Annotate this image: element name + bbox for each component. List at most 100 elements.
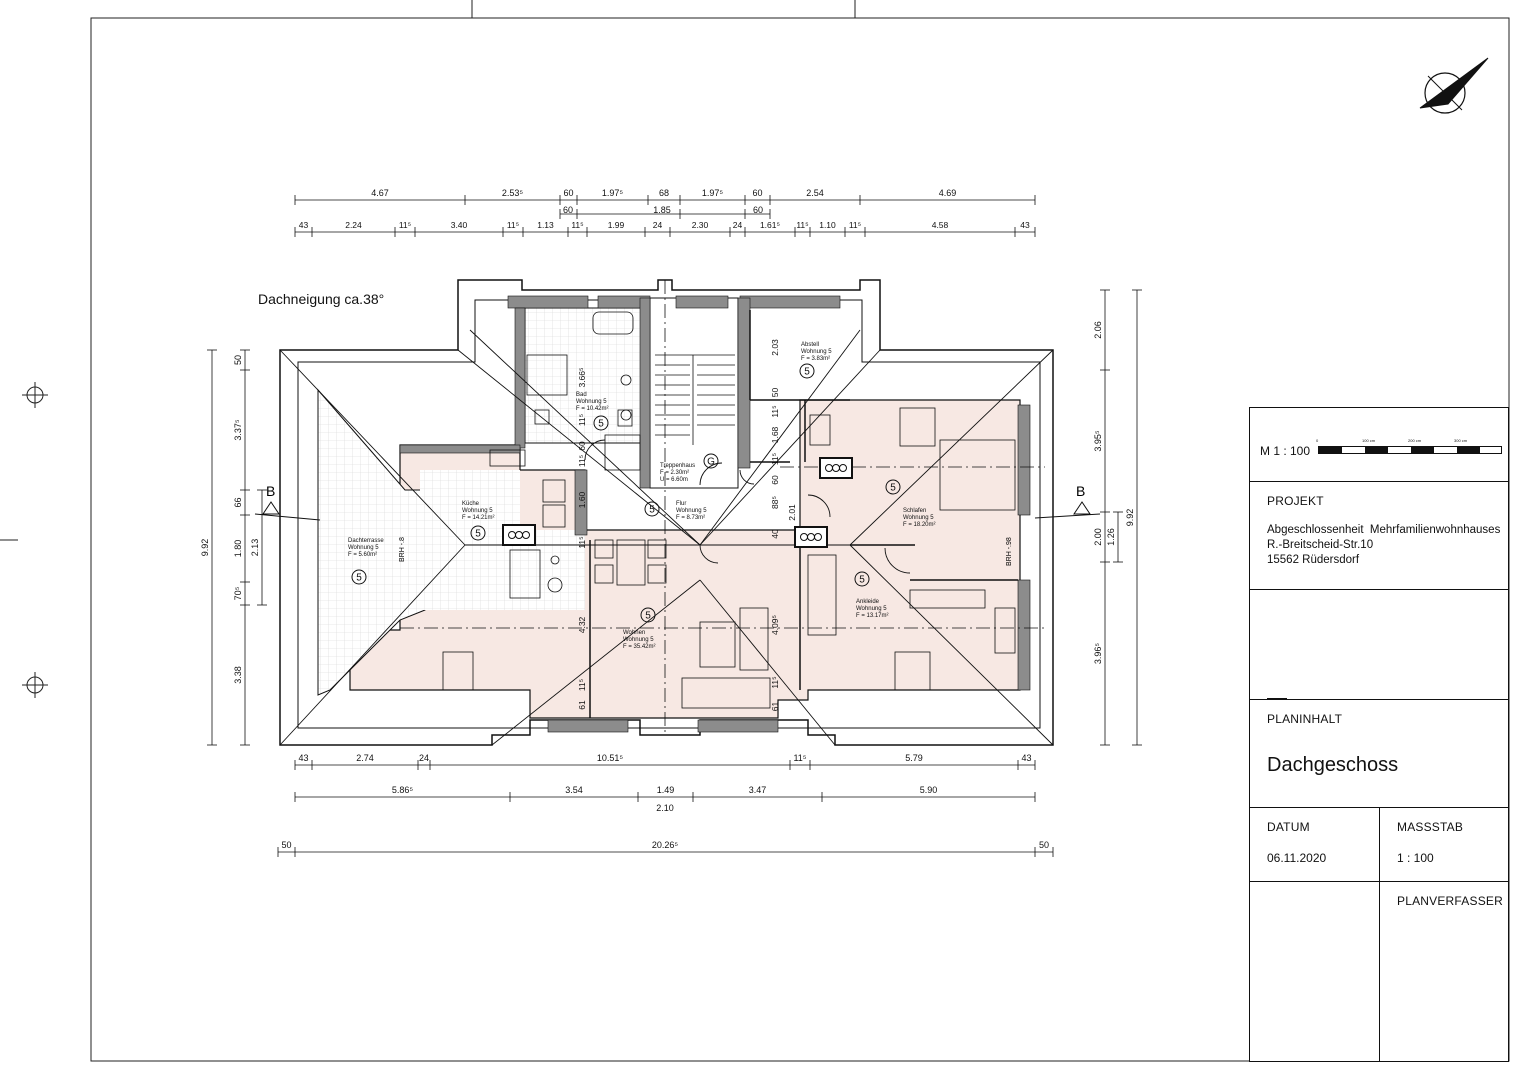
- roof-pitch-label: Dachneigung ca.38°: [258, 291, 384, 307]
- left-blank-cell: [1250, 882, 1380, 1061]
- dim-inner-label-0: 3.66⁵: [577, 367, 587, 387]
- brh-left-label: BRH -.8: [399, 537, 406, 562]
- dim-left-1-label-2: 66: [233, 497, 243, 507]
- dim-top-1b-label-1: 1.85: [653, 205, 671, 215]
- dim-inner-label-9: 2.03: [770, 339, 780, 356]
- dim-bottom-2-label-0: 5.86⁵: [392, 785, 414, 795]
- unit-badge-4: [644, 501, 660, 517]
- dim-top-1-label-3: 1.97⁵: [602, 188, 624, 198]
- dim-left-1-label-5: 3.38: [233, 666, 243, 684]
- dim-inner-label-1: 11⁵: [577, 414, 587, 426]
- scale-bar-cell: M 1 : 100 0 100 cm 200 cm 300 cm: [1250, 408, 1508, 482]
- dim-right-1-label-1: 3.95⁵: [1093, 430, 1103, 452]
- north-arrow-icon: [1419, 57, 1489, 114]
- dim-inner-label-16: 2.01: [787, 504, 797, 521]
- svg-text:B: B: [266, 483, 275, 499]
- dim-top-2-label-12: 11⁵: [796, 220, 808, 230]
- dim-top-1-label-4: 68: [659, 188, 669, 198]
- planinhalt-cell: PLANINHALT Dachgeschoss: [1250, 700, 1508, 808]
- dim-top-2-label-8: 24: [653, 220, 663, 230]
- scale-tick-1: 100 cm: [1362, 438, 1376, 443]
- dim-inner-label-3: 11⁵: [577, 455, 587, 467]
- dim-left-1-label-0: 50: [233, 355, 243, 365]
- dim-inner-label-14: 60: [770, 475, 780, 485]
- projekt-cell: PROJEKT Abgeschlossenheit Mehrfamilienwo…: [1250, 482, 1508, 590]
- dim-top-2-label-0: 43: [299, 220, 309, 230]
- title-block: M 1 : 100 0 100 cm 200 cm 300 cm PROJEKT…: [1249, 407, 1509, 1062]
- door-swings: [584, 439, 911, 574]
- dim-right-total: 9.92: [1125, 289, 1142, 746]
- scale-bar: [1318, 446, 1502, 454]
- dim-right-1-label-0: 2.06: [1093, 321, 1103, 339]
- centerlines: [400, 280, 1045, 735]
- dim-left-2-label-0: 2.13: [250, 539, 260, 557]
- dim-top-2-label-7: 1.99: [608, 220, 625, 230]
- dim-left-2: 2.13: [250, 489, 267, 606]
- unit-badge-text-1: 5: [475, 529, 481, 540]
- dim-inner-label-12: 1.68: [770, 426, 780, 443]
- planinhalt-label: PLANINHALT: [1267, 712, 1343, 726]
- dim-bottom-1-label-2: 24: [419, 753, 429, 763]
- dim-top-2-label-9: 2.30: [692, 220, 709, 230]
- dim-bottom-2-label-3: 3.47: [749, 785, 767, 795]
- unit-badge-text-7: 5: [645, 611, 651, 622]
- unit-badge-1: [470, 525, 486, 541]
- sheet-border: [90, 17, 1510, 1062]
- dim-top-2-label-2: 11⁵: [399, 220, 411, 230]
- scale-tick-2: 200 cm: [1408, 438, 1422, 443]
- datum-value: 06.11.2020: [1267, 851, 1327, 865]
- dim-right-2: 1.26: [1106, 511, 1123, 563]
- planverfasser-cell: PLANVERFASSER: [1380, 882, 1508, 1061]
- dim-bottom-2b-label: 2.10: [656, 803, 674, 813]
- dim-bottom-2-label-2: 1.49: [657, 785, 675, 795]
- unit-badge-text-4: 5: [649, 505, 655, 516]
- dim-inner-label-2: 60: [577, 441, 587, 451]
- registration-mark-top: [22, 382, 48, 408]
- dim-inner-label-19: 11⁵: [770, 676, 780, 688]
- dim-right-1-label-3: 3.96⁵: [1093, 643, 1103, 665]
- dim-top-1b-label-2: 60: [753, 205, 763, 215]
- dim-top-2-label-5: 1.13: [537, 220, 554, 230]
- dim-bottom-2-label-1: 3.54: [565, 785, 583, 795]
- dim-bottom-1-label-4: 11⁵: [793, 753, 806, 763]
- dim-top-1-label-6: 60: [752, 188, 762, 198]
- dim-top-1-label-5: 1.97⁵: [702, 188, 724, 198]
- walls: [399, 295, 1031, 733]
- dim-top-2-label-15: 4.58: [932, 220, 949, 230]
- projekt-line-1: Abgeschlossenheit Mehrfamilienwohnhauses: [1267, 524, 1501, 536]
- dim-top-1b-label-0: 60: [563, 205, 573, 215]
- unit-badge-0: [351, 569, 367, 585]
- dim-top-1-label-1: 2.53⁵: [502, 188, 524, 198]
- unit-badge-5: [799, 363, 815, 379]
- unit-badge-text-2: 5: [598, 419, 604, 430]
- dim-inner-label-17: 40: [770, 529, 780, 539]
- furniture: [442, 311, 1016, 709]
- dim-top-2-label-4: 11⁵: [507, 220, 519, 230]
- dim-left-total: 9.92: [200, 349, 217, 746]
- dim-inner-label-5: 11⁵: [577, 536, 587, 548]
- dim-top-1-label-8: 4.69: [939, 188, 957, 198]
- chimney-left: [502, 524, 536, 546]
- dim-top-2-label-3: 3.40: [451, 220, 468, 230]
- dim-top-1-label-7: 2.54: [806, 188, 824, 198]
- chimney-right-1: [819, 457, 853, 479]
- unit-badge-text-6: 5: [890, 483, 896, 494]
- section-marker-right: B: [1034, 483, 1101, 519]
- dim-inner-label-6: 4.32: [577, 616, 587, 633]
- dim-bottom-1-label-3: 10.51⁵: [597, 753, 624, 763]
- scale-tick-0: 0: [1316, 438, 1319, 443]
